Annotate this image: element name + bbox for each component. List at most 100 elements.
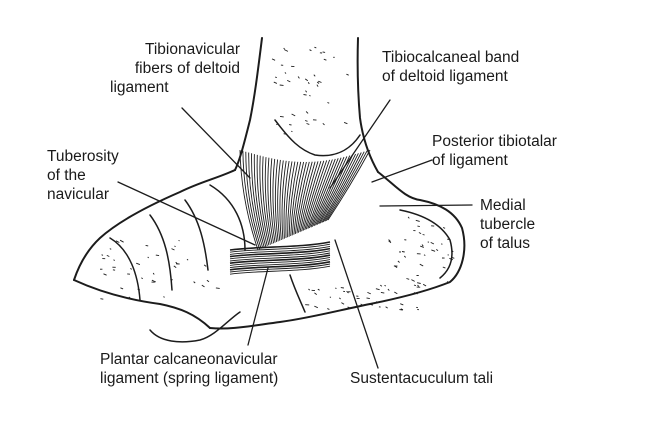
- ligament-fiber: [296, 161, 313, 234]
- texture-dot: [201, 284, 205, 288]
- deltoid-ligament-fibers: [239, 149, 371, 251]
- ligament-fiber: [301, 160, 322, 232]
- texture-dot: [119, 239, 124, 243]
- texture-dot: [449, 257, 453, 261]
- leader-tibiocalcaneal: [329, 99, 391, 189]
- texture-dot: [313, 74, 316, 77]
- texture-dot: [327, 308, 330, 310]
- spring-ligament-fiber: [229, 259, 331, 269]
- ligament-fiber: [313, 156, 345, 227]
- ligament-fiber: [304, 160, 328, 231]
- texture-dot: [422, 283, 427, 287]
- leader-tibionavicular: [181, 107, 251, 179]
- texture-dot: [151, 279, 156, 283]
- texture-dot: [343, 121, 348, 125]
- ligament-fiber: [242, 150, 261, 250]
- leader-plantar-calcaneonavicular: [247, 267, 269, 346]
- texture-dot: [316, 81, 320, 84]
- label-medial-tubercle-talus: Medial tubercle of talus: [480, 197, 536, 252]
- foot-outline: [73, 169, 466, 343]
- label-posterior-tibiotalar: Posterior tibiotalar of ligament: [432, 133, 557, 169]
- ligament-fiber: [302, 160, 325, 231]
- texture-dot: [441, 243, 443, 245]
- texture-dot: [304, 120, 308, 122]
- texture-dot: [193, 281, 196, 284]
- texture-dot: [174, 245, 176, 248]
- texture-dot: [287, 79, 291, 83]
- ligament-fiber: [294, 161, 310, 235]
- tarsal-bones: [109, 184, 306, 313]
- spring-ligament-fiber: [229, 254, 331, 264]
- texture-dot: [411, 279, 415, 282]
- leader-tuberosity: [117, 181, 256, 246]
- spring-ligament-fiber: [229, 263, 331, 273]
- texture-dot: [388, 240, 392, 244]
- texture-dot: [101, 254, 104, 256]
- ligament-fiber: [277, 159, 281, 241]
- texture-dot: [206, 279, 210, 283]
- texture-dot: [137, 288, 141, 291]
- texture-dot: [380, 284, 383, 287]
- ligament-fiber: [307, 159, 333, 229]
- texture-dot: [397, 260, 400, 263]
- ligament-fiber: [274, 159, 279, 242]
- ligament-fiber: [248, 152, 264, 249]
- texture-dot: [430, 241, 435, 245]
- texture-dot: [306, 123, 310, 125]
- spring-ligament-fiber: [229, 265, 331, 275]
- texture-dot: [418, 232, 422, 235]
- texture-dot: [403, 255, 407, 258]
- spring-ligament-fiber: [229, 250, 331, 260]
- texture-dot: [314, 292, 317, 295]
- texture-dot: [375, 288, 380, 291]
- leader-lines: [117, 99, 473, 369]
- texture-dot: [367, 291, 371, 295]
- spring-ligament-fiber: [229, 252, 331, 262]
- ligament-fiber: [245, 151, 262, 249]
- texture-dot: [420, 245, 424, 248]
- label-sustentaculum-tali: Sustentacuculum tali: [350, 370, 494, 387]
- ligament-fiber: [281, 160, 287, 240]
- ligament-fiber: [326, 150, 368, 221]
- spring-ligament-fiber: [229, 245, 331, 255]
- texture-dot: [284, 72, 287, 74]
- texture-dot: [322, 122, 325, 126]
- texture-dot: [338, 297, 341, 300]
- ligament-fiber: [285, 161, 293, 239]
- texture-dot: [103, 273, 107, 276]
- texture-dot: [283, 49, 289, 52]
- texture-dot: [417, 225, 420, 228]
- texture-dot: [314, 305, 318, 309]
- texture-dot: [368, 303, 373, 306]
- bone-texture: [100, 46, 455, 311]
- leader-posterior-tibiotalar: [371, 159, 433, 183]
- ligament-fiber: [310, 158, 339, 228]
- texture-dot: [346, 73, 349, 76]
- ligament-fiber: [321, 153, 359, 223]
- spring-ligament-fiber: [229, 241, 331, 251]
- texture-dot: [271, 58, 276, 61]
- texture-dot: [347, 306, 351, 309]
- texture-dot: [141, 277, 143, 280]
- texture-dot: [291, 113, 296, 117]
- texture-dot: [171, 248, 175, 251]
- ligament-fiber: [315, 156, 348, 226]
- texture-dot: [323, 58, 327, 61]
- texture-dot: [317, 288, 320, 291]
- texture-dot: [423, 254, 426, 256]
- ligament-fiber: [322, 152, 362, 223]
- texture-dot: [400, 303, 404, 306]
- texture-dot: [100, 298, 104, 300]
- label-tibionavicular-fibers: Tibionavicular fibers of deltoid ligamen…: [110, 41, 240, 96]
- texture-dot: [173, 265, 177, 268]
- texture-dot: [431, 249, 436, 252]
- texture-dot: [163, 296, 165, 298]
- texture-dot: [274, 76, 277, 79]
- texture-dot: [305, 90, 308, 93]
- texture-dot: [360, 303, 364, 306]
- ligament-fiber: [291, 161, 305, 236]
- ligament-fiber: [239, 149, 259, 251]
- leader-medial-tubercle: [379, 204, 473, 207]
- texture-dot: [109, 248, 112, 250]
- texture-dot: [401, 251, 405, 253]
